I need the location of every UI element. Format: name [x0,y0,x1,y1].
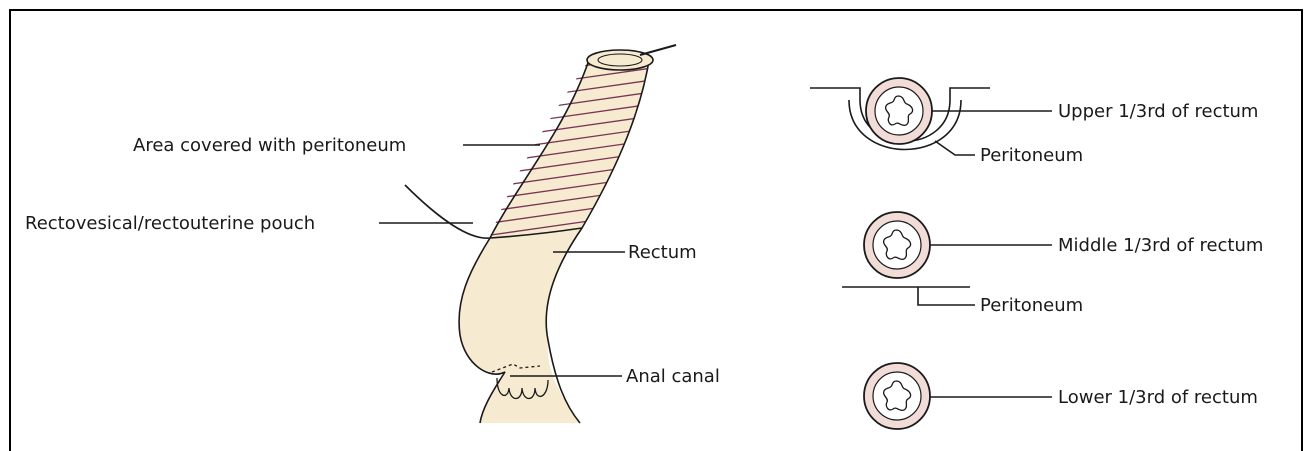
cross-section-upper [810,78,990,150]
cross-section-lower [864,363,930,429]
label-middle-third: Middle 1/3rd of rectum [1058,235,1263,256]
leader-peritoneum-upper [935,141,975,155]
label-upper-third: Upper 1/3rd of rectum [1058,101,1258,122]
label-rectum: Rectum [628,242,697,263]
label-peritoneum-upper: Peritoneum [980,145,1083,166]
label-peritoneum-middle: Peritoneum [980,295,1083,316]
label-lower-third: Lower 1/3rd of rectum [1058,387,1258,408]
label-area-covered-peritoneum: Area covered with peritoneum [133,135,406,156]
label-rectovesical-pouch: Rectovesical/rectouterine pouch [25,213,315,234]
rectum-opening [587,50,653,70]
cross-section-middle [842,212,970,287]
rectum-top-strand [640,45,676,55]
leader-peritoneum-middle [918,287,975,305]
label-anal-canal: Anal canal [626,366,720,387]
